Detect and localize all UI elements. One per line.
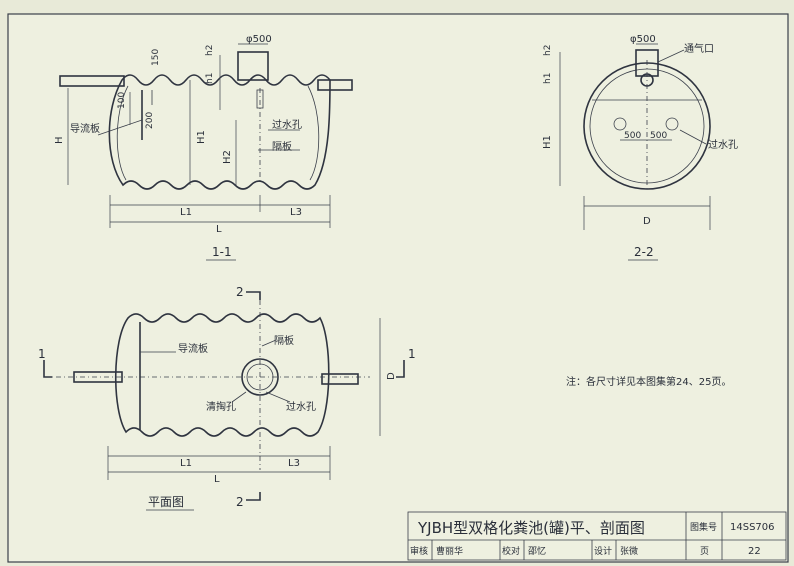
section-1-1: φ500 h2 h1 150 100 200 H H1 H2 导流板 过水孔 隔…: [54, 34, 353, 261]
label-partition-plan: 隔板: [274, 334, 294, 347]
inner-wall-right: [307, 85, 320, 181]
section-2-2: φ500 通气口 h2 h1 H1 500 500 过水孔 D 2-2: [542, 34, 738, 261]
label-overflow-hole-22: 过水孔: [708, 138, 738, 151]
section-mark-1-left: 1: [38, 347, 46, 361]
section-title-2-2: 2-2: [634, 245, 654, 259]
dim-L3-plan: L3: [288, 458, 300, 469]
dim-h2-22: h2: [543, 45, 553, 56]
access-shaft: [237, 51, 269, 81]
label-diversion-board-11: 导流板: [70, 122, 100, 135]
dim-100: 100: [117, 92, 127, 109]
dim-L-plan: L: [214, 474, 220, 485]
outlet-pipe: [317, 79, 353, 91]
section-mark-1-right: 1: [408, 347, 416, 361]
sheet-border: [7, 13, 789, 563]
dim-500-left: 500: [624, 131, 641, 141]
note-text: 注：各尺寸详见本图集第24、25页。: [566, 375, 731, 388]
review-label: 审核: [410, 545, 428, 557]
title-block: YJBH型双格化粪池(罐)平、剖面图 图集号 14SS706 审核 曹丽华 校对…: [407, 511, 787, 561]
dim-150: 150: [151, 49, 161, 66]
tank-body-section: [108, 74, 331, 190]
dim-H2: H2: [222, 150, 233, 164]
section-mark-2-bottom: 2: [236, 495, 244, 509]
tank-body-plan: [114, 313, 330, 437]
dim-d500: φ500: [246, 34, 272, 45]
section-title-1-1: 1-1: [212, 245, 232, 259]
dim-L1: L1: [180, 207, 192, 218]
overflow-hole-marker: [256, 89, 264, 109]
label-cleanout: 清掏孔: [206, 400, 236, 413]
designer-name: 张微: [620, 545, 638, 557]
section-mark-2-top: 2: [236, 285, 244, 299]
atlas-no: 14SS706: [730, 522, 775, 533]
check-label: 校对: [502, 545, 520, 557]
inlet-pipe-plan: [73, 371, 123, 383]
label-vent: 通气口: [684, 42, 714, 55]
dim-h1: h1: [205, 73, 215, 84]
dim-500-right: 500: [650, 131, 667, 141]
dim-L3: L3: [290, 207, 302, 218]
dim-L1-plan: L1: [180, 458, 192, 469]
inner-wall-left: [116, 85, 129, 181]
dim-H1: H1: [196, 130, 207, 144]
reviewer-name: 曹丽华: [436, 545, 463, 557]
drawing-title: YJBH型双格化粪池(罐)平、剖面图: [417, 519, 645, 537]
dim-H: H: [54, 136, 65, 144]
page-label: 页: [700, 546, 709, 557]
label-diversion-board-plan: 导流板: [178, 342, 208, 355]
dim-h2: h2: [205, 45, 215, 56]
dim-d500-22: φ500: [630, 34, 656, 45]
overflow-hole-left: [613, 117, 627, 131]
dim-H1-22: H1: [542, 135, 553, 149]
dim-D-plan: D: [386, 372, 397, 380]
inlet-pipe: [59, 75, 125, 87]
page-no: 22: [748, 546, 761, 557]
dim-h1-22: h1: [543, 73, 553, 84]
atlas-no-label: 图集号: [690, 521, 717, 533]
label-partition-11: 隔板: [272, 140, 292, 153]
plan-view: 1 1 2 2 导流板 隔板 清掏孔 过水孔 D L1 L3 L 平面图: [38, 285, 416, 511]
dim-L: L: [216, 224, 222, 235]
outlet-pipe-plan: [321, 373, 359, 385]
label-overflow-hole-plan: 过水孔: [286, 400, 316, 413]
plan-title: 平面图: [148, 495, 184, 509]
dim-200: 200: [145, 112, 155, 129]
checker-name: 邵忆: [528, 545, 546, 557]
label-overflow-hole-11: 过水孔: [272, 118, 302, 131]
overflow-hole-right: [665, 117, 679, 131]
cleanout-hole: [241, 358, 279, 396]
dim-D-22: D: [643, 216, 651, 227]
design-label: 设计: [594, 545, 612, 557]
